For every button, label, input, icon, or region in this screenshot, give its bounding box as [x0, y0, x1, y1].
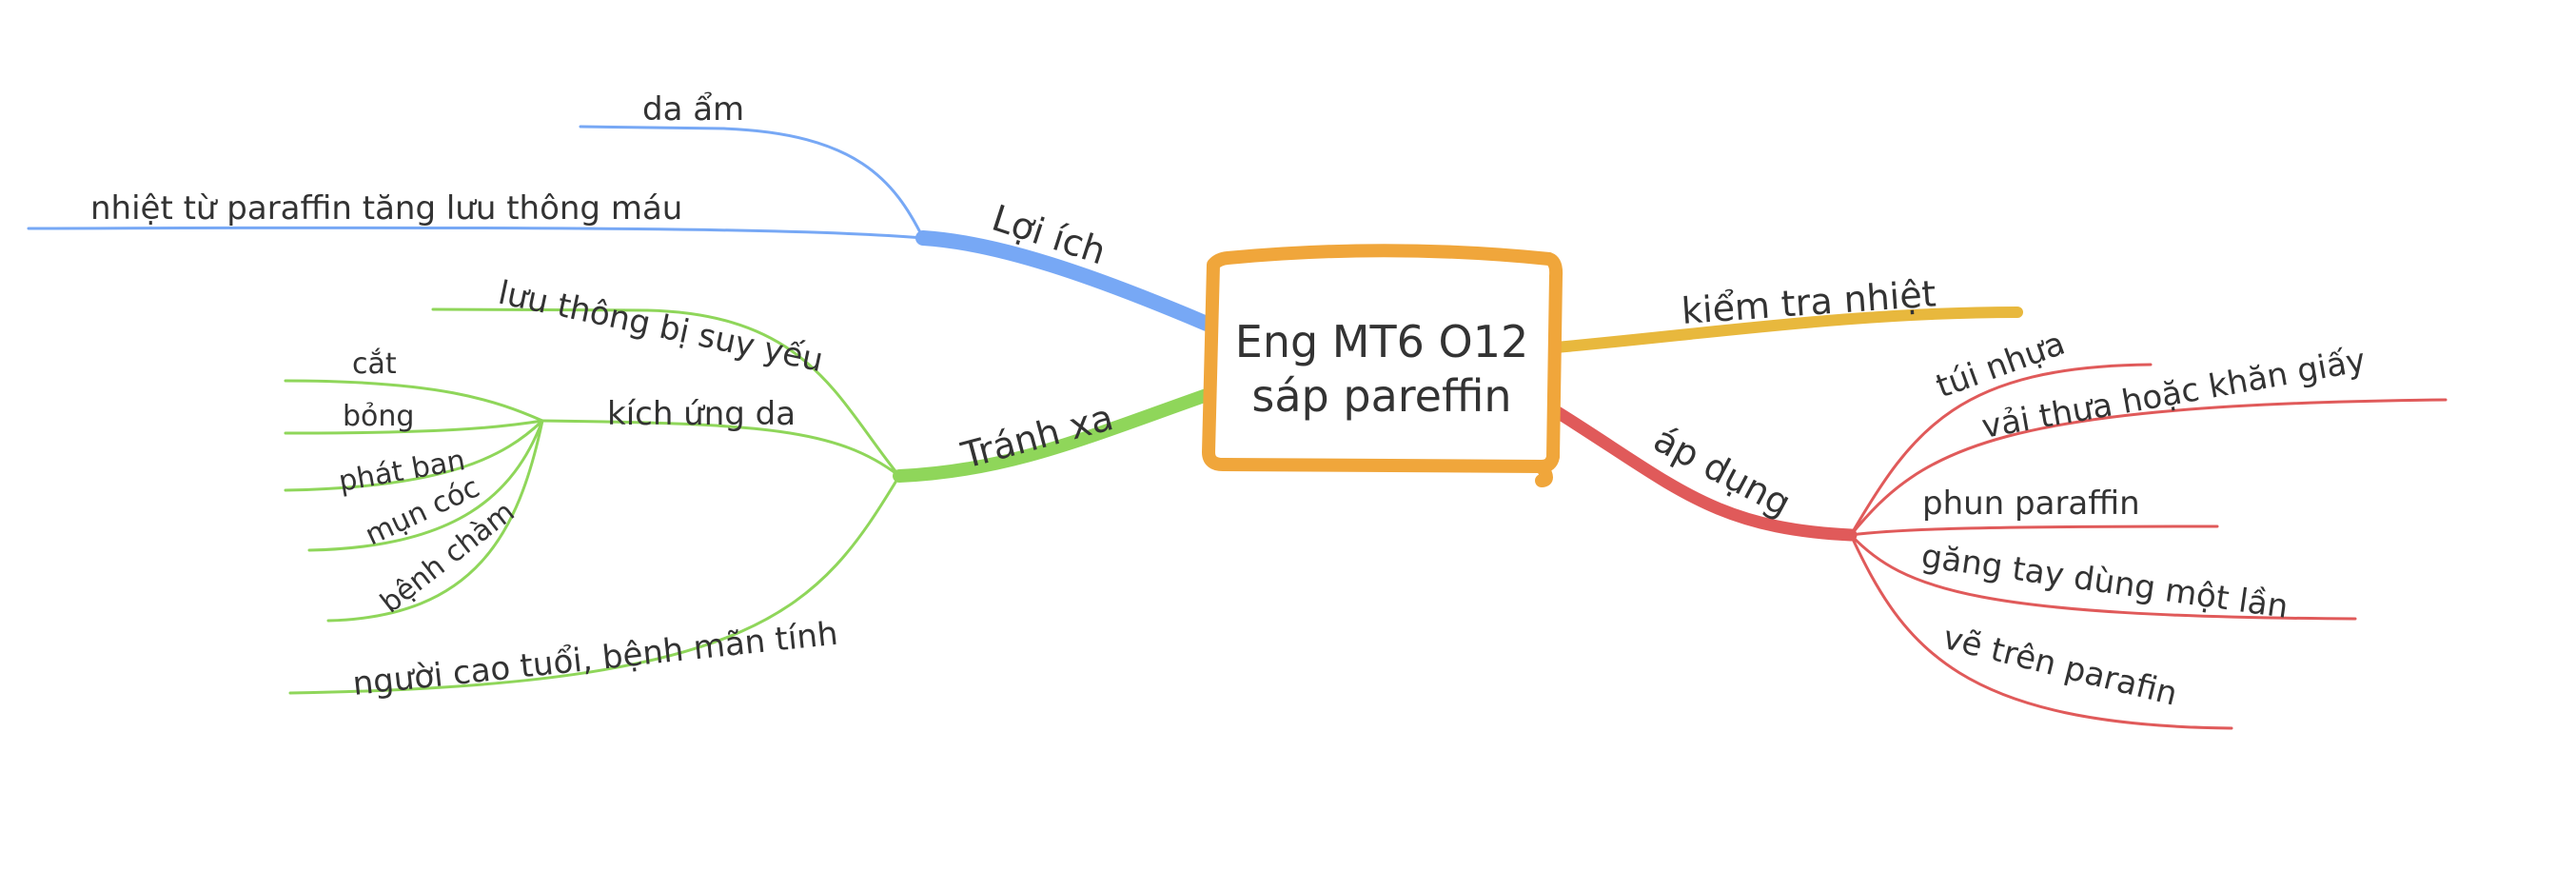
subtopic-luu-thong[interactable]: lưu thông bị suy yếu [495, 274, 826, 380]
subtopic-nhiet-tu-paraffin[interactable]: nhiệt từ paraffin tăng lưu thông máu [90, 189, 682, 228]
connector-nhiet-tu-paraffin [27, 226, 925, 240]
subtopic-ve-tren-parafin[interactable]: vẽ trên parafin [1939, 619, 2181, 714]
connector-phun-paraffin [1849, 525, 2219, 537]
subtopic-phun-paraffin[interactable]: phun paraffin [1922, 485, 2140, 523]
connector-cat [284, 379, 544, 423]
subtopic-gang-tay[interactable]: găng tay dùng một lần [1919, 537, 2291, 626]
central-topic-border [1202, 244, 1563, 487]
connector-nguoi-cao-tuoi [288, 474, 901, 695]
subtopic-nguoi-cao-tuoi[interactable]: người cao tuổi, bệnh mãn tính [351, 615, 840, 703]
connector-tui-nhua [1849, 363, 2153, 537]
branch-tranh-xa[interactable]: Tránh xa lưu thông bị suy yếu kích ứng d… [284, 274, 1213, 703]
connector-kiem-tra-nhiet [1550, 307, 2023, 353]
connector-da-am [579, 125, 925, 240]
connector-phat-ban [284, 419, 544, 492]
central-topic-line2: sáp pareffin [1251, 370, 1511, 422]
connector-tranh-xa [893, 388, 1213, 483]
leaf-cat[interactable]: cắt [352, 347, 397, 381]
connector-vai-thua [1849, 398, 2448, 537]
connector-mun-coc [307, 419, 544, 552]
connector-ve-tren-parafin [1849, 533, 2233, 730]
topic-tranh-xa[interactable]: Tránh xa [956, 396, 1117, 477]
connector-kich-ung-da [541, 419, 901, 478]
connector-bong [284, 419, 544, 435]
leaf-bong[interactable]: bỏng [343, 400, 414, 433]
subtopic-kich-ung-da[interactable]: kích ứng da [607, 395, 796, 433]
branch-kiem-tra-nhiet[interactable]: kiểm tra nhiệt [1550, 272, 2023, 353]
topic-kiem-tra-nhiet[interactable]: kiểm tra nhiệt [1681, 272, 1937, 332]
branch-loi-ich[interactable]: Lợi ích nhiệt từ paraffin tăng lưu thông… [27, 90, 1214, 331]
connector-gang-tay [1849, 533, 2357, 621]
central-topic-line1: Eng MT6 O12 [1235, 316, 1528, 367]
connector-loi-ich [915, 230, 1214, 331]
branch-ap-dung[interactable]: áp dụng túi nhựa vải thưa hoặc khăn giấy… [1549, 325, 2448, 730]
subtopic-tui-nhua[interactable]: túi nhựa [1931, 325, 2070, 406]
connector-luu-thong [431, 307, 901, 478]
connector-benh-cham [326, 419, 544, 623]
central-topic[interactable]: Eng MT6 O12 sáp pareffin [1202, 244, 1563, 487]
subtopic-da-am[interactable]: da ẩm [642, 90, 744, 129]
connector-ap-dung [1549, 405, 1858, 542]
